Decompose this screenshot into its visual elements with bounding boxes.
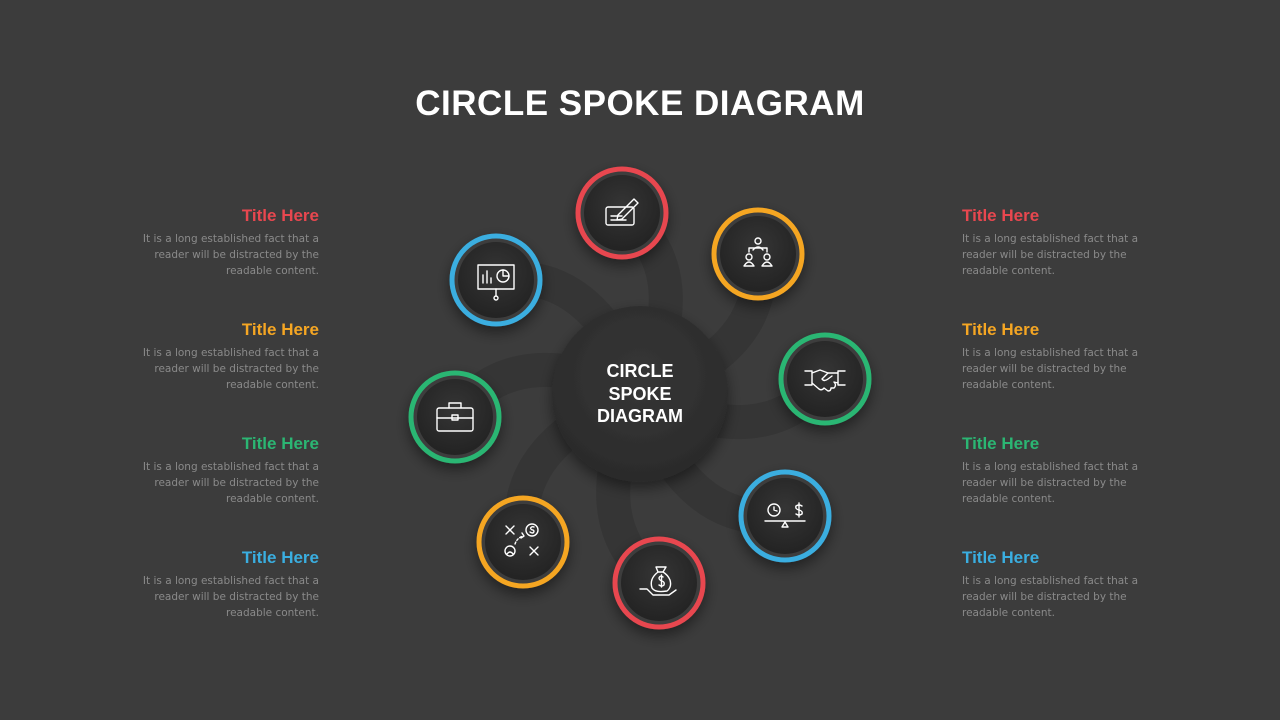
spoke-node <box>612 536 706 630</box>
spoke-node <box>738 469 832 563</box>
left-item: Title Here It is a long established fact… <box>119 320 319 393</box>
right-item: Title Here It is a long established fact… <box>962 434 1162 507</box>
item-description: It is a long established fact that a rea… <box>962 575 1139 619</box>
team-hierarchy-icon <box>743 237 773 267</box>
item-description: It is a long established fact that a rea… <box>962 233 1139 277</box>
left-item: Title Here It is a long established fact… <box>119 548 319 621</box>
spoke-node <box>408 370 502 464</box>
spoke-node <box>476 495 570 589</box>
slide-title: CIRCLE SPOKE DIAGRAM <box>415 84 865 123</box>
item-title: Title Here <box>241 206 319 225</box>
strategy-plan-icon <box>504 523 539 557</box>
center-label: CIRCLE SPOKE DIAGRAM <box>560 360 720 428</box>
center-hub <box>552 306 728 482</box>
item-title: Title Here <box>962 206 1040 225</box>
item-title: Title Here <box>241 434 319 453</box>
left-item: Title Here It is a long established fact… <box>119 434 319 507</box>
spoke-node <box>575 166 669 260</box>
right-item: Title Here It is a long established fact… <box>962 548 1162 621</box>
item-description: It is a long established fact that a rea… <box>142 233 319 277</box>
item-title: Title Here <box>241 548 319 567</box>
item-description: It is a long established fact that a rea… <box>962 461 1139 505</box>
spoke-node <box>449 233 543 327</box>
item-description: It is a long established fact that a rea… <box>142 461 319 505</box>
time-money-balance-icon <box>764 502 806 528</box>
item-title: Title Here <box>241 320 319 339</box>
right-item: Title Here It is a long established fact… <box>962 320 1162 393</box>
handshake-icon <box>804 369 846 392</box>
item-title: Title Here <box>962 548 1040 567</box>
item-title: Title Here <box>962 320 1040 339</box>
spoke-node <box>778 332 872 426</box>
briefcase-icon <box>436 402 474 432</box>
item-description: It is a long established fact that a rea… <box>962 347 1139 391</box>
pen-paper-icon <box>605 198 639 226</box>
center-label-line: DIAGRAM <box>597 406 683 426</box>
item-description: It is a long established fact that a rea… <box>142 575 319 619</box>
left-item: Title Here It is a long established fact… <box>119 206 319 279</box>
center-label-line: SPOKE <box>608 383 672 404</box>
presentation-chart-icon <box>477 264 515 301</box>
spoke-node <box>711 207 805 301</box>
center-label-line: CIRCLE <box>606 361 674 381</box>
item-description: It is a long established fact that a rea… <box>142 347 319 391</box>
item-title: Title Here <box>962 434 1040 453</box>
money-bag-hand-icon <box>639 566 677 596</box>
right-item: Title Here It is a long established fact… <box>962 206 1162 279</box>
